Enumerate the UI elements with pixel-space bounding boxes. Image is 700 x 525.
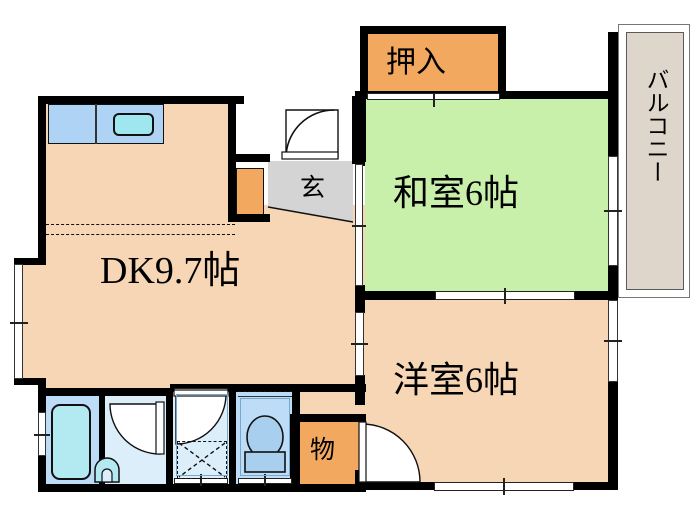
washitsu-hall-door-split: [352, 225, 366, 227]
wall-entrance-left: [228, 154, 236, 222]
shoe-cabinet: [236, 168, 264, 218]
toilet-bottom-panel-split: [264, 474, 266, 486]
dk-bay-window[interactable]: [14, 264, 23, 379]
wall-oshiire-top: [360, 26, 506, 34]
washroom-frame: [176, 394, 228, 476]
toilet-top-shelf-line: [238, 396, 292, 397]
dk-ceiling-line-upper: [46, 224, 235, 225]
wall-bay-bottom: [14, 378, 46, 385]
wall-bath-washroom-divider: [99, 396, 105, 484]
wall-dk-top: [38, 96, 244, 104]
wall-oshiire-right: [498, 26, 506, 99]
dk-ceiling-line-lower: [46, 234, 235, 235]
washitsu-balcony-door-split: [604, 210, 622, 212]
yoshitsu-left-window-split: [351, 343, 368, 345]
bathroom-window-split: [34, 434, 50, 436]
room-fill-washroom: [104, 396, 169, 486]
room-label-genkan: 玄: [300, 175, 326, 202]
wall-yoshitsu-left-top: [355, 291, 365, 313]
kitchen-sink: [113, 113, 154, 136]
wall-mono-top: [290, 414, 366, 422]
balcony-outer-rail: [618, 24, 690, 298]
room-label-washitsu: 和室6帖: [393, 173, 520, 213]
washing-machine-space: [177, 441, 227, 479]
room-label-mono: 物: [310, 437, 336, 464]
wall-mono-bottom: [290, 484, 366, 492]
wall-washitsu-left-bottom: [355, 285, 365, 295]
room-fill-dk: [46, 103, 236, 388]
wall-dk-right-upper: [228, 96, 236, 206]
laundry-bottom-panel-split: [200, 474, 202, 486]
room-label-oshiire: 押入: [386, 46, 446, 79]
toilet-top-shelf: [238, 391, 292, 392]
yoshitsu-right-window-split: [604, 340, 622, 342]
wall-entrance-top: [228, 154, 270, 162]
wall-washitsu-top-right: [506, 91, 618, 99]
wall-washroom-laundry-divider: [166, 392, 173, 484]
wall-porch-top: [352, 96, 366, 162]
dk-bay-window-split: [10, 322, 28, 324]
wall-toilet-right: [292, 384, 300, 492]
wall-bay-top: [14, 258, 46, 265]
wall-laundry-toilet-divider: [229, 392, 236, 484]
yoshitsu-bottom-window-split: [503, 478, 505, 495]
room-fill-dk-bay: [22, 258, 48, 385]
wall-entrance-bottom: [228, 214, 270, 222]
wall-right-exterior-mid: [608, 264, 618, 292]
wall-washitsu-left-top: [355, 160, 365, 166]
wall-dk-left-upper: [38, 96, 46, 258]
wall-oshiire-left: [360, 26, 368, 93]
wall-wet-top-right: [170, 384, 300, 392]
room-fill-washitsu: [365, 99, 608, 291]
bathtub: [51, 404, 91, 480]
kitchen-counter-divider: [95, 104, 97, 144]
room-label-dk: DK9.7帖: [100, 250, 241, 292]
wall-right-exterior-lower: [608, 380, 618, 490]
wall-dk-bottom-right: [292, 384, 366, 392]
room-label-yoshitsu: 洋室6帖: [393, 360, 520, 400]
room-label-balcony: バルコニー: [643, 68, 668, 183]
wall-dk-left-lower: [38, 378, 46, 396]
wall-wet-top-left: [38, 388, 170, 396]
room-fill-mono: [297, 422, 359, 484]
entrance-door-icon: [281, 109, 339, 160]
room-fill-oshiire: [368, 33, 501, 93]
bedroom-divider-door-split: [504, 288, 506, 304]
wall-wet-bottom: [38, 484, 300, 492]
toilet-compartment-frame: [240, 398, 290, 476]
room-fill-balcony: [626, 32, 684, 290]
oshiire-door-split: [433, 93, 435, 107]
